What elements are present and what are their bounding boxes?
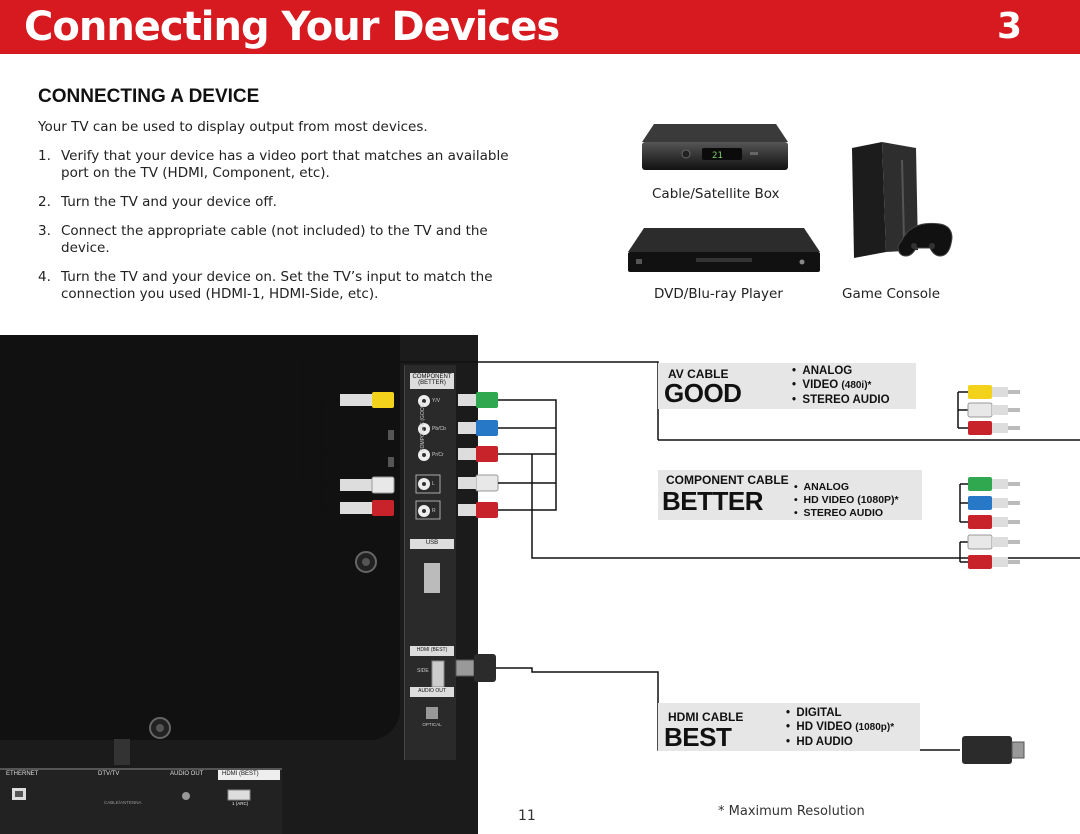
usb-label: USB bbox=[425, 540, 439, 546]
page-number: 11 bbox=[518, 808, 536, 824]
feature-item: • ANALOG bbox=[792, 365, 853, 377]
hdmi-label-box bbox=[218, 770, 280, 780]
feature-item: • HD AUDIO bbox=[786, 736, 853, 748]
step-number: 4. bbox=[38, 269, 51, 285]
hdmi-cable-grade: BEST bbox=[664, 722, 732, 752]
step-number: 1. bbox=[38, 148, 51, 164]
optical-label: OPTICAL bbox=[422, 722, 442, 727]
feature-item: • ANALOG bbox=[794, 481, 850, 493]
r-label: R bbox=[432, 508, 436, 514]
footnote: * Maximum Resolution bbox=[718, 804, 865, 819]
step-number: 2. bbox=[38, 194, 51, 210]
resolution-note: (1080p)* bbox=[855, 722, 895, 733]
component-cable-title: COMPONENT CABLE bbox=[666, 473, 789, 487]
pb-cb-label: Pb/Cb bbox=[432, 426, 446, 432]
feature-text: HD AUDIO bbox=[796, 736, 853, 748]
feature-item: • STEREO AUDIO bbox=[792, 394, 890, 406]
resolution-note: (480i)* bbox=[841, 380, 872, 391]
game-console-image bbox=[852, 142, 953, 258]
step-item: 4. Turn the TV and your device on. Set th… bbox=[38, 269, 538, 303]
page-title: Connecting Your Devices bbox=[24, 4, 560, 50]
feature-text: DIGITAL bbox=[796, 707, 842, 719]
pr-cr-label: Pr/Cr bbox=[432, 452, 444, 458]
feature-item: • STEREO AUDIO bbox=[794, 507, 884, 519]
chapter-number: 3 bbox=[996, 6, 1022, 47]
game-console-label: Game Console bbox=[842, 286, 941, 302]
feature-text: ANALOG bbox=[802, 365, 853, 377]
av-cable-features: • ANALOG • VIDEO (480i)* • STEREO AUDIO bbox=[792, 364, 890, 407]
step-text: Turn the TV and your device off. bbox=[61, 194, 277, 210]
tv-body bbox=[0, 335, 400, 740]
cable-box-label: Cable/Satellite Box bbox=[652, 186, 780, 202]
y-v-label: Y/V bbox=[432, 398, 441, 404]
feature-text: VIDEO bbox=[802, 379, 839, 391]
side-label: SIDE bbox=[417, 668, 429, 674]
component-cable-grade: BETTER bbox=[662, 486, 764, 516]
step-number: 3. bbox=[38, 223, 51, 239]
step-text: Turn the TV and your device on. Set the … bbox=[61, 269, 493, 302]
dvd-player-label: DVD/Blu-ray Player bbox=[654, 286, 783, 302]
feature-text: HD VIDEO bbox=[803, 494, 855, 506]
hdmi-cable-title: HDMI CABLE bbox=[668, 710, 744, 724]
av-cable-grade: GOOD bbox=[664, 378, 742, 408]
step-text: Connect the appropriate cable (not inclu… bbox=[61, 223, 488, 256]
hdmi-best-label: HDMI (BEST) bbox=[416, 647, 448, 653]
hdmi-cable-band bbox=[658, 703, 920, 751]
dtv-label: DTV/TV bbox=[98, 771, 120, 777]
feature-item: • HD VIDEO (1080p)* bbox=[786, 721, 895, 733]
audio-out-label: AUDIO OUT bbox=[418, 688, 446, 694]
feature-item: • DIGITAL bbox=[786, 707, 842, 719]
tv-ports bbox=[114, 373, 454, 765]
feature-item: • HD VIDEO (1080P)* bbox=[794, 494, 899, 506]
step-text: Verify that your device has a video port… bbox=[61, 148, 509, 181]
step-item: 1. Verify that your device has a video po… bbox=[38, 148, 538, 182]
connection-diagram bbox=[302, 361, 1080, 764]
component-cable-band bbox=[658, 470, 922, 520]
cable-satellite-box-image: 21 bbox=[642, 124, 788, 170]
feature-text: STEREO AUDIO bbox=[802, 394, 890, 406]
feature-text: HD VIDEO bbox=[796, 721, 853, 733]
page-header: Connecting Your Devices 3 bbox=[0, 0, 1080, 54]
cable-box-display: 21 bbox=[712, 151, 723, 161]
step-item: 3. Connect the appropriate cable (not inc… bbox=[38, 223, 538, 257]
bottom-ports bbox=[12, 788, 251, 801]
dvd-player-image bbox=[628, 228, 820, 272]
bottom-audio-out-label: AUDIO OUT bbox=[170, 771, 204, 777]
feature-text: ANALOG bbox=[803, 481, 850, 493]
av-cable-title: AV CABLE bbox=[668, 367, 729, 381]
av-cable-band bbox=[658, 363, 916, 409]
steps-list: 1. Verify that your device has a video po… bbox=[38, 148, 538, 315]
l-label: L bbox=[432, 481, 435, 487]
resolution-note: (1080P)* bbox=[857, 494, 899, 506]
cable-antenna-label: CABLE/ANTENNA bbox=[104, 800, 142, 805]
intro-text: Your TV can be used to display output fr… bbox=[38, 119, 428, 135]
component-label: COMPONENT (BETTER) bbox=[412, 374, 452, 386]
hdmi-cable-features: • DIGITAL • HD VIDEO (1080p)* • HD AUDIO bbox=[786, 706, 894, 749]
feature-item: • VIDEO (480i)* bbox=[792, 379, 872, 391]
step-item: 2. Turn the TV and your device off. bbox=[38, 194, 538, 211]
ethernet-label: ETHERNET bbox=[6, 771, 39, 777]
feature-text: STEREO AUDIO bbox=[803, 507, 884, 519]
section-title: CONNECTING A DEVICE bbox=[38, 86, 260, 107]
arc-label: 1 (ARC) bbox=[232, 801, 249, 806]
component-cable-features: • ANALOG • HD VIDEO (1080P)* • STEREO AU… bbox=[794, 481, 899, 520]
bottom-hdmi-label: HDMI (BEST) bbox=[222, 771, 259, 777]
